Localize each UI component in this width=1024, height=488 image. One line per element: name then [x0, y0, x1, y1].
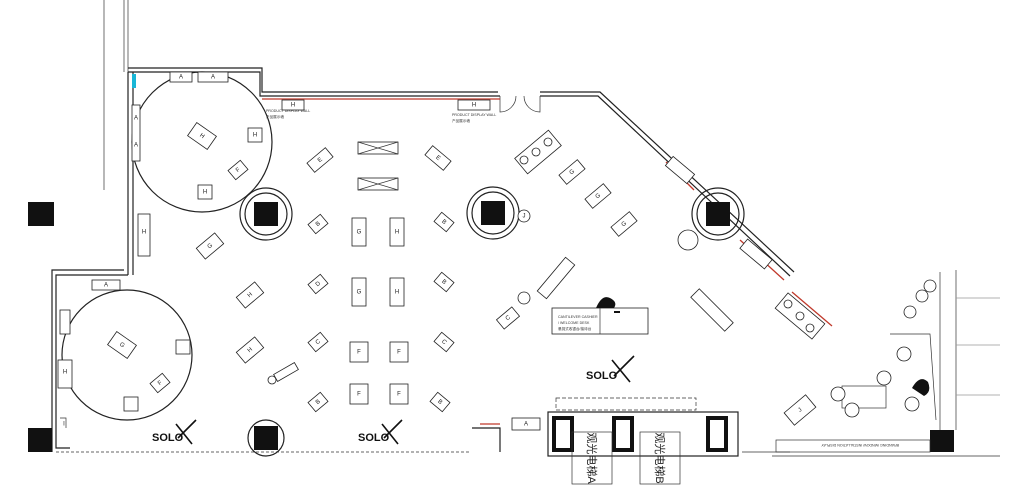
table-tag-b: B — [440, 279, 447, 286]
svg-text:产品展示墙: 产品展示墙 — [452, 118, 470, 123]
table-tag-b: B — [315, 399, 322, 406]
svg-text:H: H — [291, 103, 295, 109]
sightseeing-elevators: 观光电梯A 观光电梯B — [547, 397, 739, 485]
table-tag-e: E — [317, 157, 324, 164]
cashier-label-en: CANTILEVER CASHIER — [558, 315, 598, 319]
svg-text:A: A — [524, 422, 528, 428]
table-tag-j: J — [797, 407, 803, 414]
table-tag-b: B — [440, 219, 447, 226]
table-tag-h: H — [395, 230, 399, 236]
wall-tag-a: A — [104, 283, 108, 289]
svg-text:H: H — [142, 230, 146, 236]
table-tag-d: D — [315, 280, 323, 288]
table-tag-c: C — [505, 314, 513, 322]
table-tag-c: C — [440, 339, 448, 347]
table-tag-h: H — [247, 292, 254, 299]
table-tag-g: G — [569, 168, 577, 176]
table-tag-f: F — [235, 167, 242, 174]
svg-text:H: H — [472, 103, 476, 109]
table-tag-h: H — [198, 133, 205, 140]
table-tag-f: F — [397, 392, 401, 398]
svg-text:SOLO: SOLO — [586, 370, 618, 382]
table-tag-g: G — [118, 342, 126, 350]
wall-tag-h: H — [63, 370, 67, 376]
table-tag-g: G — [621, 220, 629, 228]
elevator-a-label: 观光电梯A — [585, 432, 599, 484]
entrance-sign: A — [472, 417, 541, 452]
svg-text:SOLO: SOLO — [152, 432, 184, 444]
table-tag-b: B — [436, 399, 443, 406]
wall-tag-a: A — [211, 75, 215, 81]
cashier-label-cn: 悬挑式收银台/接待台 — [558, 326, 592, 331]
table-tag-e: E — [434, 155, 441, 162]
svg-text:产品展示墙: 产品展示墙 — [266, 114, 284, 119]
table-tag-g: G — [207, 242, 215, 250]
table-tag-f: F — [357, 392, 361, 398]
svg-text:SOLO: SOLO — [358, 432, 390, 444]
table-tag-f: F — [157, 380, 164, 387]
solo-logo-left: SOLO — [152, 419, 197, 445]
svg-text:PRODUCT DISPLAY WALL: PRODUCT DISPLAY WALL — [452, 113, 496, 117]
display-tables: E E B B G D B H C C H B B — [195, 145, 455, 413]
elevator-b-label: 观光电梯B — [653, 432, 667, 483]
table-tag-f: F — [357, 350, 361, 356]
table-tag-b: B — [315, 221, 322, 228]
wall-tag-a: A — [179, 75, 183, 81]
ringed-column-3 — [691, 187, 745, 241]
table-tag-g: G — [357, 290, 362, 296]
wall-notes: PRODUCT DISPLAY WALL 产品展示墙 PRODUCT DISPL… — [137, 99, 496, 257]
cabinet-tag-h: H — [203, 190, 207, 196]
structural-columns — [28, 202, 954, 452]
stool-tag-j: J — [523, 214, 526, 220]
figure-icon — [912, 379, 930, 396]
table-tag-g: G — [595, 192, 603, 200]
centre-tables: G H G H F F F F — [349, 141, 409, 405]
building-walls — [51, 0, 1000, 457]
ringed-column-2 — [466, 186, 520, 240]
ringed-column-1 — [239, 187, 293, 241]
wall-tag-a: A — [134, 116, 138, 122]
staff-figure-icon — [596, 297, 616, 308]
round-display-left-bottom: G F H A — [57, 279, 193, 421]
table-tag-c: C — [315, 338, 323, 346]
table-tag-h: H — [247, 347, 254, 354]
solo-logo-right: SOLO — [586, 355, 635, 383]
table-tag-g: G — [357, 230, 362, 236]
solo-logo-centre: SOLO — [358, 419, 403, 445]
cashier-label-en2: / WELCOME DESK — [558, 321, 590, 325]
right-area-tables: G G G J C — [495, 129, 826, 340]
wall-tag-a: A — [134, 143, 138, 149]
window-display-area: BRANDING WINDOW INSTALLATION DISPLAY J — [775, 279, 937, 453]
misc-marks: I — [60, 361, 299, 428]
svg-text:I: I — [63, 422, 65, 428]
cashier-desk: CANTILEVER CASHIER / WELCOME DESK 悬挑式收银台… — [551, 297, 649, 335]
table-tag-h: H — [395, 290, 399, 296]
ringed-column-4 — [247, 419, 285, 457]
window-display-label: BRANDING WINDOW INSTALLATION DISPLAY — [821, 443, 899, 447]
svg-text:PRODUCT DISPLAY WALL: PRODUCT DISPLAY WALL — [266, 109, 310, 113]
cabinet-tag-h: H — [253, 133, 257, 139]
round-display-left-top: H F H H A A A A — [131, 71, 273, 213]
table-tag-f: F — [397, 350, 401, 356]
